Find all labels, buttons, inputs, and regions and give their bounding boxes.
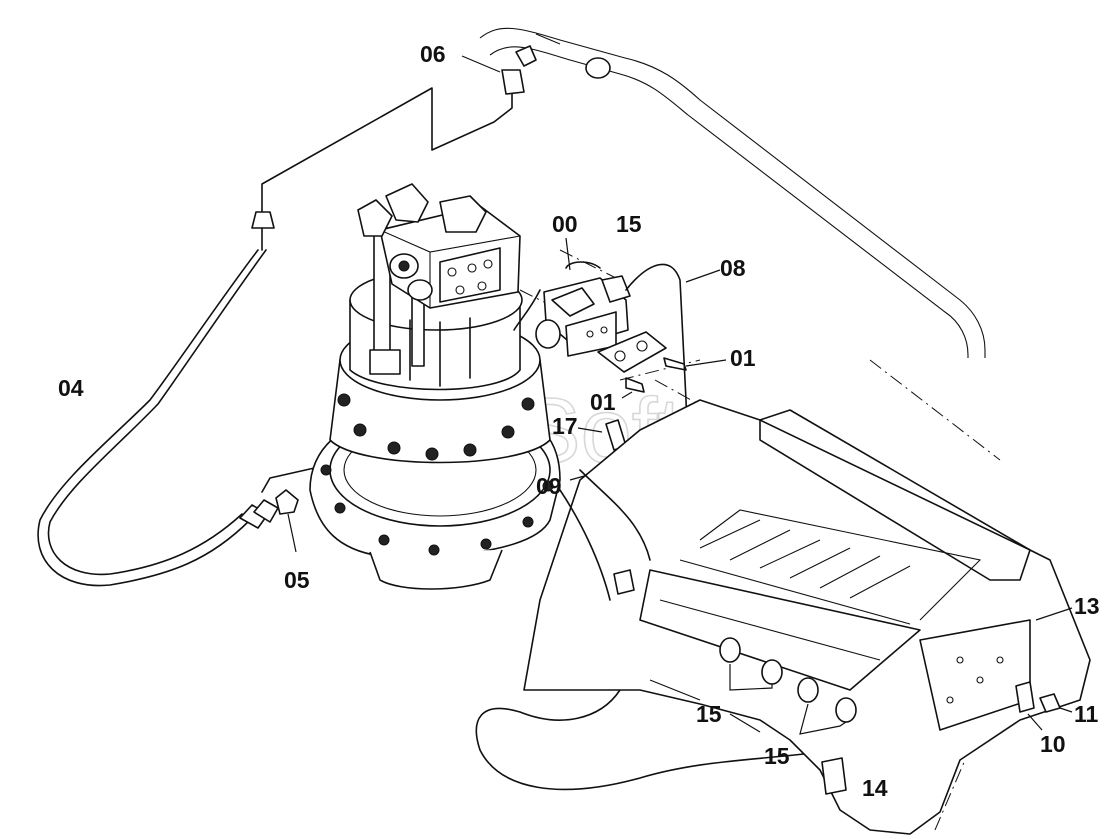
label-15-top: 15	[616, 211, 642, 237]
fitting-06	[461, 45, 537, 95]
hose-04	[37, 87, 513, 587]
label-14: 14	[862, 775, 888, 801]
fitting-05	[275, 489, 299, 553]
label-09: 09	[536, 473, 562, 499]
leader-13	[1035, 607, 1073, 621]
label-11: 11	[1074, 701, 1099, 727]
label-17: 17	[552, 413, 578, 439]
upper-tube	[479, 27, 986, 358]
swing-motor	[309, 183, 561, 590]
label-15-left: 15	[696, 701, 722, 727]
label-10: 10	[1040, 731, 1066, 757]
connector-10	[1015, 681, 1043, 731]
label-01-left: 01	[590, 389, 616, 415]
label-15-bottom: 15	[764, 743, 790, 769]
label-00: 00	[552, 211, 578, 237]
label-06: 06	[420, 41, 446, 67]
label-04: 04	[58, 375, 84, 401]
label-05: 05	[284, 567, 310, 593]
label-13: 13	[1074, 593, 1100, 619]
bolt-11	[1039, 693, 1073, 713]
label-01-right: 01	[730, 345, 756, 371]
clips-15	[649, 637, 857, 735]
pressure-sensor-00	[513, 237, 631, 357]
plate-and-bolts-01	[597, 331, 727, 399]
console-tray	[523, 399, 1091, 835]
label-08: 08	[720, 255, 746, 281]
